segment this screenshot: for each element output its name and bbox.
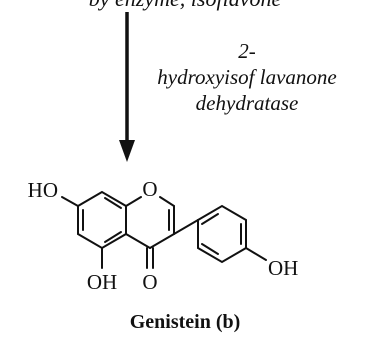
enzyme-label-line-1: 2- [238, 39, 256, 63]
ring-a [77, 190, 127, 250]
atom-label-oh-right: OH [268, 256, 298, 280]
enzyme-label-line-2: hydroxyisof lavanone [157, 65, 337, 89]
ring-b-double-1 [201, 213, 219, 225]
bond-c3-b-ring [173, 219, 199, 235]
atom-label-oh-bottom: OH [87, 270, 117, 294]
atom-label-o-carbonyl: O [142, 270, 157, 294]
atom-label-o-ring: O [142, 177, 157, 201]
enzyme-label-line-3: dehydratase [195, 91, 299, 115]
bond-o-c2 [159, 196, 175, 207]
ring-a-double-2 [104, 197, 122, 209]
atom-label-ho-left: HO [28, 178, 58, 202]
ring-b-double-3 [201, 243, 219, 255]
bond-c4p-oh [245, 247, 267, 261]
bond-c3-c4 [149, 233, 175, 249]
enzyme-label: 2- hydroxyisof lavanone dehydratase [124, 38, 370, 116]
compound-caption: Genistein (b) [129, 311, 241, 333]
ring-b [197, 204, 247, 264]
bond-c4-c4a [125, 233, 151, 249]
bond-c7-oh [61, 196, 79, 207]
ring-a-double-3 [104, 231, 122, 243]
upper-cropped-text: by enzyme, isoflavone [0, 0, 370, 12]
bond-c8a-o [125, 196, 142, 207]
reaction-arrowhead [119, 140, 135, 162]
